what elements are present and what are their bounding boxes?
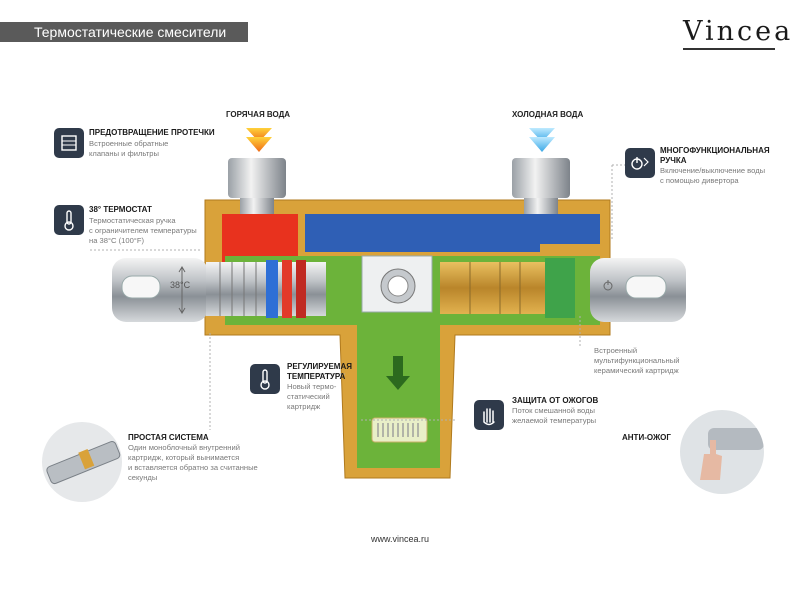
footer-url[interactable]: www.vincea.ru — [370, 534, 430, 544]
leak-prevention-title: ПРЕДОТВРАЩЕНИЕ ПРОТЕЧКИ — [89, 128, 215, 137]
hot-arrow-down-icon — [246, 128, 272, 152]
anti-scald-title: АНТИ-ОЖОГ — [622, 433, 671, 442]
thermometer-icon — [54, 205, 84, 235]
simple-system-title: ПРОСТАЯ СИСТЕМА — [128, 433, 209, 442]
thermostat-title: 38° ТЕРМОСТАТ — [89, 205, 152, 214]
thermostat-knob-label: 38°C — [170, 280, 191, 290]
cold-inlet-nut — [512, 158, 570, 198]
cold-arrow-down-icon — [529, 128, 555, 152]
hot-inlet-nut — [228, 158, 286, 198]
cold-water-label: ХОЛОДНАЯ ВОДА — [512, 110, 584, 119]
cartridge-photo — [42, 422, 122, 502]
adjustable-thermometer-icon — [250, 364, 280, 394]
power-diverter-icon — [625, 148, 655, 178]
brand-underline — [683, 48, 775, 50]
hand-icon — [474, 400, 504, 430]
shield-filter-icon — [54, 128, 84, 158]
scald-protection-title: ЗАЩИТА ОТ ОЖОГОВ — [512, 396, 599, 405]
header-bar — [0, 22, 248, 42]
aerator — [371, 417, 428, 443]
outlet-arrow-icon — [386, 356, 410, 390]
page-title: Термостатические смесители — [34, 24, 227, 40]
hot-water-chamber — [222, 214, 298, 262]
hot-water-label: ГОРЯЧАЯ ВОДА — [226, 110, 291, 119]
anti-scald-photo — [680, 410, 764, 494]
cold-water-channel — [305, 214, 600, 252]
brand-logo: Vincea — [683, 16, 794, 47]
